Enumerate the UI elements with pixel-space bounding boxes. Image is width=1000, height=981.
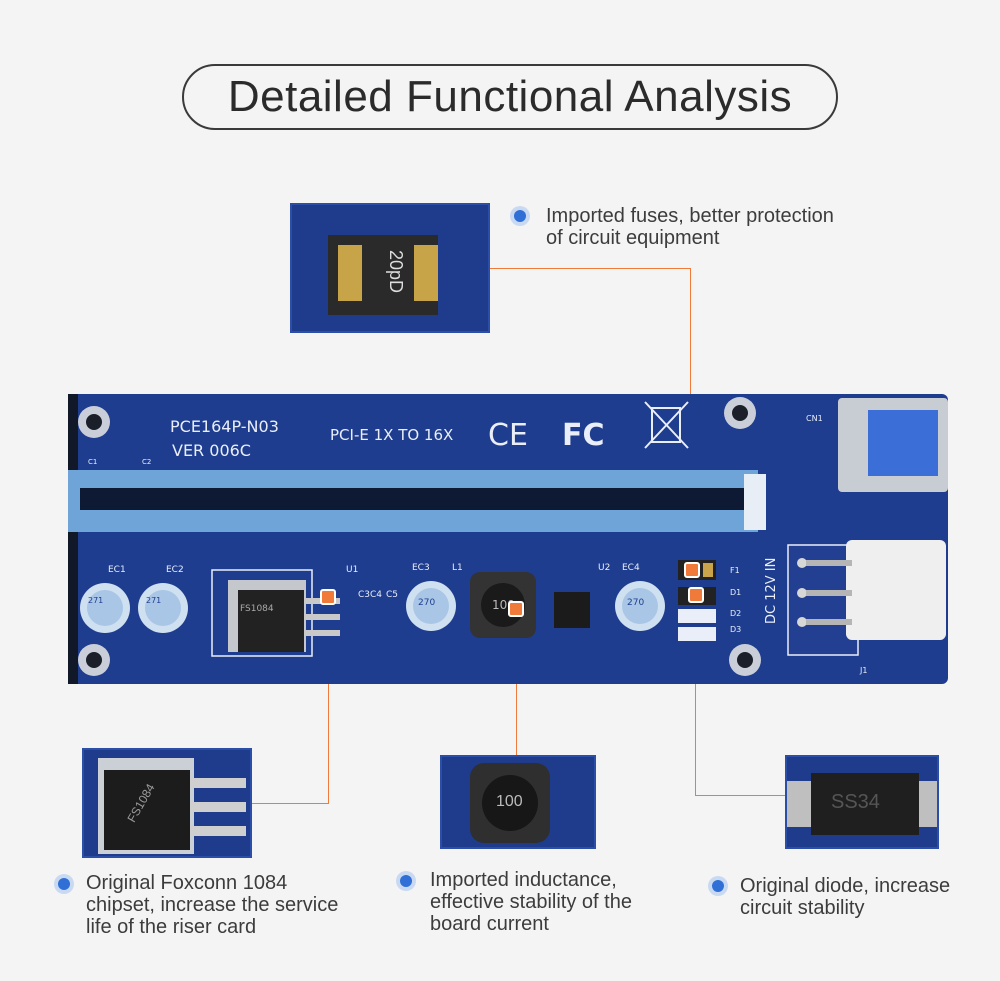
board-model-label: PCE164P-N03 xyxy=(170,417,279,436)
diode-marker xyxy=(688,587,704,603)
inductor-mark: 100 xyxy=(496,793,523,810)
inductor-marker xyxy=(508,601,524,617)
chipset-bullet-icon xyxy=(58,878,70,890)
board-version-label: VER 006C xyxy=(172,441,251,460)
diode-connector-h xyxy=(695,795,785,796)
fc-mark: FC xyxy=(562,418,605,453)
weee-bin-icon xyxy=(644,401,689,449)
u1-chip xyxy=(238,590,304,652)
fuse-mark: 20pD xyxy=(386,249,407,294)
label-j1: J1 xyxy=(860,666,868,675)
label-f1: F1 xyxy=(730,566,740,575)
label-d1: D1 xyxy=(730,588,742,597)
chipset-inset: FS1084 xyxy=(82,748,252,858)
diode-bullet-icon xyxy=(712,880,724,892)
page-title: Detailed Functional Analysis xyxy=(182,64,838,130)
page-title-text: Detailed Functional Analysis xyxy=(227,72,793,121)
chipset-connector-v xyxy=(328,597,329,804)
label-u2: U2 xyxy=(598,563,611,573)
u2-chip xyxy=(554,592,590,628)
diode-d3 xyxy=(678,627,716,641)
label-cn1: CN1 xyxy=(806,414,823,423)
inductance-callout: Imported inductance, effective stability… xyxy=(430,869,632,935)
cap-ec2-mark: 271 xyxy=(146,596,162,605)
diode-callout-line-1: Original diode, increase xyxy=(740,875,951,897)
label-d2: D2 xyxy=(730,609,742,618)
cap-ec3-mark: 270 xyxy=(418,598,436,608)
chipset-connector-h xyxy=(252,803,329,804)
label-l1: L1 xyxy=(452,563,463,573)
diode-inset: SS34 xyxy=(785,755,939,849)
chipset-marker xyxy=(320,589,336,605)
label-d3: D3 xyxy=(730,625,742,634)
fuse-inset: 20pD xyxy=(290,203,490,333)
label-u1: U1 xyxy=(346,565,359,575)
slot-type-label: PCI-E 1X TO 16X xyxy=(330,426,454,444)
usb-port-inner xyxy=(868,410,938,476)
fuse-marker xyxy=(684,562,700,578)
label-ec2: EC2 xyxy=(166,565,184,575)
inductance-inset: 100 xyxy=(440,755,596,849)
chipset-callout-line-2: chipset, increase the service xyxy=(86,894,339,916)
fuse-callout: Imported fuses, better protection of cir… xyxy=(546,205,834,249)
fuse-callout-line-2: of circuit equipment xyxy=(546,227,720,249)
chipset-callout-line-3: life of the riser card xyxy=(86,916,257,938)
diode-callout-line-2: circuit stability xyxy=(740,897,865,919)
ce-mark: CE xyxy=(488,418,528,453)
fuse-connector-h xyxy=(490,268,691,269)
pcie-slot-latch xyxy=(744,474,766,530)
chipset-body xyxy=(104,770,190,850)
label-c5: C5 xyxy=(386,590,399,600)
fuse-bullet-icon xyxy=(514,210,526,222)
power-connector-housing xyxy=(846,540,946,640)
fuse-pad-right xyxy=(414,245,438,301)
label-ec3: EC3 xyxy=(412,563,430,573)
inductance-callout-line-3: board current xyxy=(430,913,549,935)
cap-ec4-mark: 270 xyxy=(627,598,645,608)
pcie-slot-opening xyxy=(80,488,750,510)
diode-callout: Original diode, increase circuit stabili… xyxy=(740,875,950,919)
label-c3c4: C3C4 xyxy=(358,590,383,600)
pcb-edge-shadow xyxy=(68,394,78,684)
fuse-pad-left xyxy=(338,245,362,301)
label-c2: C2 xyxy=(142,458,152,466)
label-c1: C1 xyxy=(88,458,98,466)
fuse-callout-line-1: Imported fuses, better protection xyxy=(546,205,834,227)
label-ec1: EC1 xyxy=(108,565,126,575)
diode-body xyxy=(811,773,919,835)
diode-mark: SS34 xyxy=(831,791,880,813)
power-input-label: DC 12V IN xyxy=(764,557,779,624)
chipset-callout-line-1: Original Foxconn 1084 xyxy=(86,872,288,894)
inductance-callout-line-2: effective stability of the xyxy=(430,891,632,913)
cap-ec1-mark: 271 xyxy=(88,596,104,605)
inductance-callout-line-1: Imported inductance, xyxy=(430,869,617,891)
u1-chip-mark: FS1084 xyxy=(240,604,274,614)
chipset-callout: Original Foxconn 1084 chipset, increase … xyxy=(86,872,338,938)
diode-connector-v xyxy=(695,595,696,796)
diode-d2 xyxy=(678,609,716,623)
label-ec4: EC4 xyxy=(622,563,640,573)
u1-outline xyxy=(211,569,313,657)
inductance-bullet-icon xyxy=(400,875,412,887)
